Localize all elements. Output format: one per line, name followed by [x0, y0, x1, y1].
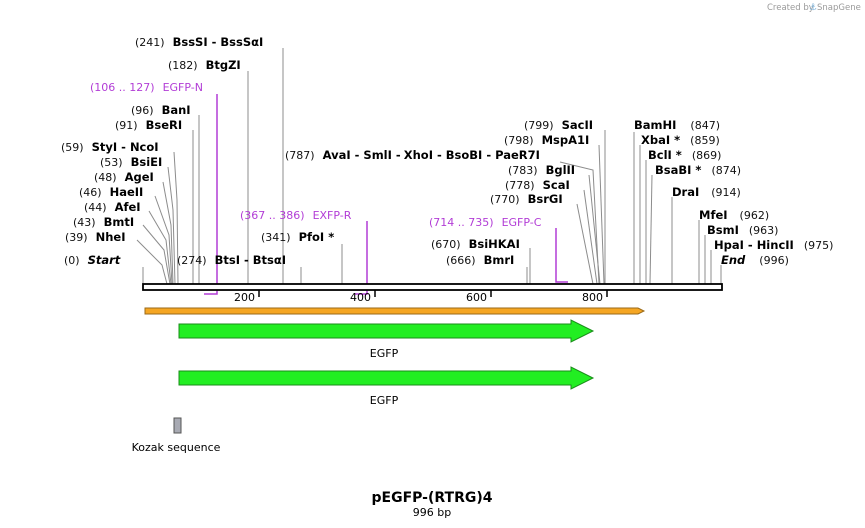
svg-text:(106 .. 127)EGFP-N: (106 .. 127)EGFP-N [90, 81, 203, 94]
ruler-label: 400 [350, 291, 371, 304]
site-bsssi[interactable]: (241)BssSI-BssSαI [135, 35, 263, 49]
site-haeii[interactable]: (46)HaeII [79, 185, 143, 199]
site-xbai[interactable]: XbaI *(859) [641, 133, 720, 147]
svg-text:(48)AgeI: (48)AgeI [94, 170, 154, 184]
sequence-backbone [142, 283, 723, 291]
site-btsi[interactable]: (274)BtsI-BtsαI [177, 253, 286, 267]
primer-egfp-n[interactable]: (106 .. 127)EGFP-N [90, 81, 203, 94]
feature-egfp-1[interactable]: EGFP [178, 319, 595, 360]
svg-text:BsmI(963): BsmI(963) [707, 223, 778, 237]
site-bcli[interactable]: BclI *(869) [648, 148, 721, 162]
site-hpai[interactable]: HpaI-HincII(975) [714, 238, 833, 252]
svg-text:(0)Start: (0)Start [64, 253, 121, 267]
site-pfoi[interactable]: (341)PfoI * [261, 230, 334, 244]
site-avai[interactable]: (787)AvaI-SmlI-XhoI-BsoBI-PaeR7I [285, 148, 540, 162]
svg-text:End(996): End(996) [721, 253, 789, 267]
orf-bar [144, 307, 646, 315]
svg-text:(182)BtgZI: (182)BtgZI [168, 58, 241, 72]
site-afei[interactable]: (44)AfeI [84, 200, 141, 214]
branding-text: Created by [767, 3, 814, 13]
svg-text:(670)BsiHKAI: (670)BsiHKAI [431, 237, 520, 251]
svg-text:(367 .. 386)EXFP-R: (367 .. 386)EXFP-R [240, 209, 352, 222]
svg-text:BclI *(869): BclI *(869) [648, 148, 721, 162]
svg-text:(778)ScaI: (778)ScaI [505, 178, 570, 192]
site-bsihkai[interactable]: (670)BsiHKAI [431, 237, 520, 251]
svg-text:(666)BmrI: (666)BmrI [446, 253, 514, 267]
svg-text:(53)BsiEI: (53)BsiEI [100, 155, 162, 169]
svg-text:(798)MspA1I: (798)MspA1I [504, 133, 589, 147]
site-bsiei[interactable]: (53)BsiEI [100, 155, 162, 169]
svg-text:(241)BssSI-BssSαI: (241)BssSI-BssSαI [135, 35, 263, 49]
feature-egfp-2[interactable]: EGFP [178, 366, 595, 407]
primer-exfp-r[interactable]: (367 .. 386)EXFP-R [240, 209, 352, 222]
site-bsrgi[interactable]: (770)BsrGI [490, 192, 563, 206]
svg-text:(274)BtsI-BtsαI: (274)BtsI-BtsαI [177, 253, 286, 267]
sequence-ruler: 200 400 600 800 [234, 290, 608, 304]
site-bamhi[interactable]: BamHI(847) [634, 118, 720, 132]
svg-text:(783)BglII: (783)BglII [508, 163, 575, 177]
primer-egfp-n-marker [204, 94, 218, 295]
svg-text:HpaI-HincII(975): HpaI-HincII(975) [714, 238, 833, 252]
primer-egfp-c-marker [555, 228, 568, 283]
svg-text:(59)StyI-NcoI: (59)StyI-NcoI [61, 140, 159, 154]
svg-text:(714 .. 735)EGFP-C: (714 .. 735)EGFP-C [429, 216, 542, 229]
feature-kozak[interactable]: Kozak sequence [132, 417, 221, 454]
feature-label: Kozak sequence [132, 441, 221, 454]
svg-text:(44)AfeI: (44)AfeI [84, 200, 141, 214]
site-agei[interactable]: (48)AgeI [94, 170, 154, 184]
map-length: 996 bp [413, 506, 451, 519]
svg-text:BsaBI *(874): BsaBI *(874) [655, 163, 741, 177]
ruler-label: 200 [234, 291, 255, 304]
site-sacii[interactable]: (799)SacII [524, 118, 593, 132]
site-btgzi[interactable]: (182)BtgZI [168, 58, 241, 72]
site-nhei[interactable]: (39)NheI [65, 230, 125, 244]
svg-text:DraI(914): DraI(914) [672, 185, 741, 199]
svg-text:(341)PfoI *: (341)PfoI * [261, 230, 334, 244]
site-bsabi[interactable]: BsaBI *(874) [655, 163, 741, 177]
svg-text:(770)BsrGI: (770)BsrGI [490, 192, 563, 206]
site-drai[interactable]: DraI(914) [672, 185, 741, 199]
svg-text:(787)AvaI-SmlI-XhoI-BsoBI-PaeR: (787)AvaI-SmlI-XhoI-BsoBI-PaeR7I [285, 148, 540, 162]
site-start[interactable]: (0)Start [64, 253, 121, 267]
svg-text:(799)SacII: (799)SacII [524, 118, 593, 132]
site-bglii[interactable]: (783)BglII [508, 163, 575, 177]
svg-text:BamHI(847): BamHI(847) [634, 118, 720, 132]
branding-name: SnapGene [817, 3, 861, 13]
map-title: pEGFP-(RTRG)4 [372, 490, 493, 506]
primer-exfp-r-marker [355, 221, 368, 295]
svg-text:XbaI *(859): XbaI *(859) [641, 133, 720, 147]
svg-text:(39)NheI: (39)NheI [65, 230, 125, 244]
snapgene-logo-icon: ⚓ [809, 3, 817, 13]
svg-text:(96)BanI: (96)BanI [131, 103, 191, 117]
site-bsmi[interactable]: BsmI(963) [707, 223, 778, 237]
site-bani[interactable]: (96)BanI [131, 103, 191, 117]
svg-text:(46)HaeII: (46)HaeII [79, 185, 143, 199]
site-bmri[interactable]: (666)BmrI [446, 253, 514, 267]
ruler-label: 800 [582, 291, 603, 304]
ruler-label: 600 [466, 291, 487, 304]
feature-label: EGFP [370, 347, 399, 360]
leader-lines [136, 48, 722, 285]
site-scai[interactable]: (778)ScaI [505, 178, 570, 192]
svg-text:(43)BmtI: (43)BmtI [73, 215, 134, 229]
snapgene-branding: Created by ⚓ SnapGene [767, 3, 861, 13]
site-bseri[interactable]: (91)BseRI [115, 118, 182, 132]
site-bmti[interactable]: (43)BmtI [73, 215, 134, 229]
svg-text:(91)BseRI: (91)BseRI [115, 118, 182, 132]
feature-label: EGFP [370, 394, 399, 407]
site-styi[interactable]: (59)StyI-NcoI [61, 140, 159, 154]
site-mfei[interactable]: MfeI(962) [699, 208, 769, 222]
primer-markers [204, 94, 568, 295]
svg-text:MfeI(962): MfeI(962) [699, 208, 769, 222]
primer-egfp-c[interactable]: (714 .. 735)EGFP-C [429, 216, 542, 229]
site-mspa1i[interactable]: (798)MspA1I [504, 133, 589, 147]
site-end[interactable]: End(996) [721, 253, 789, 267]
